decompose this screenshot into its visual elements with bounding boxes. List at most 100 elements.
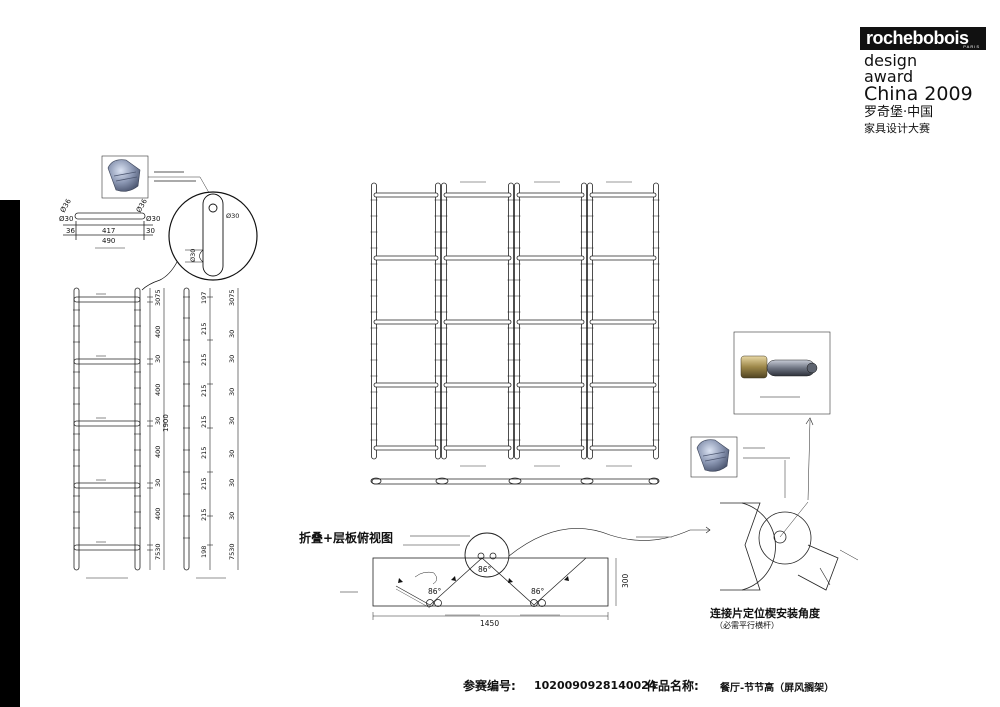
elevation-b-dim-inner: 30 xyxy=(228,417,236,425)
panel-rung xyxy=(443,382,512,388)
diameter-label-a: Ø30 xyxy=(59,215,73,223)
elevation-a-dim: 400 xyxy=(154,384,162,396)
connector-note: （必需平行横杆） xyxy=(715,621,779,630)
panel-rung xyxy=(516,255,585,261)
peg-photo xyxy=(101,155,149,199)
connector-photo xyxy=(733,331,831,415)
logo-subtext: PARIS xyxy=(963,44,980,49)
panel-rung xyxy=(443,192,512,198)
plan-depth: 300 xyxy=(621,573,630,588)
peg-photo-2 xyxy=(690,436,738,478)
fold-view-caption: 折叠+层板俯视图 xyxy=(299,531,394,545)
entry-number: 1020090928140024 xyxy=(534,679,657,692)
elevation-b-dim-outer: 215 xyxy=(200,385,208,397)
dim-middle: 417 xyxy=(102,227,115,235)
elevation-a-dim: 30 xyxy=(154,479,162,487)
elevation-b-dim-outer: 215 xyxy=(200,323,208,335)
fold-plan-diagram xyxy=(372,528,691,620)
panel-rung xyxy=(373,445,439,451)
elevation-b-dim-inner: 30 xyxy=(228,450,236,458)
elevation-a-dim: 30 xyxy=(154,355,162,363)
elevation-b-dim-outer: 197 xyxy=(200,292,208,304)
panel-rung xyxy=(443,319,512,325)
panel-rung xyxy=(516,192,585,198)
diameter-label-d: Ø36 xyxy=(135,197,149,214)
panel-rung xyxy=(443,255,512,261)
elevation-b-dim-outer: 215 xyxy=(200,354,208,366)
peg-photo-note-lines xyxy=(154,171,196,182)
fold-angle-left: 86° xyxy=(428,587,442,596)
panel-rung xyxy=(589,255,657,261)
panel-rung xyxy=(373,382,439,388)
elevation-b-dim-inner: 30 xyxy=(228,330,236,338)
elevation-b-dim-inner: 7530 xyxy=(228,543,236,560)
panel-note-lines xyxy=(460,181,632,467)
entry-label: 参赛编号: xyxy=(463,679,516,693)
plan-width: 1450 xyxy=(480,619,499,628)
fold-angle-top: 86° xyxy=(478,565,492,574)
diameter-label-c: Ø36 xyxy=(59,197,73,214)
elevation-a-dim: 400 xyxy=(154,326,162,338)
panel-rung xyxy=(373,255,439,261)
award-line-china: China 2009 xyxy=(864,83,973,105)
drawing-canvas xyxy=(20,198,1000,707)
elevation-b-dim-inner: 30 xyxy=(228,388,236,396)
elevation-b-dim-outer: 215 xyxy=(200,509,208,521)
work-name: 餐厅-节节高（屏风搁架） xyxy=(720,683,835,694)
panel-rung xyxy=(589,319,657,325)
elevation-b-dim-inner: 30 xyxy=(228,355,236,363)
elevation-a-dim: 7530 xyxy=(154,543,162,560)
panel-rung xyxy=(443,445,512,451)
connector-arrow xyxy=(690,526,711,534)
detail-magnifier xyxy=(141,191,258,291)
elevation-b-side xyxy=(183,287,239,579)
elevation-a-dimensions: 3075 400 30 400 30 400 30 400 7530 xyxy=(154,289,162,560)
detail-diameter-top: Ø30 xyxy=(226,212,239,220)
panel-rung xyxy=(516,445,585,451)
elevation-b-dim-outer: 215 xyxy=(200,416,208,428)
screen-front-view xyxy=(370,182,660,460)
dim-left-end: 36 xyxy=(66,227,75,235)
elevation-a-total: 1900 xyxy=(162,414,170,432)
elevation-b-dim-outer: 198 xyxy=(200,546,208,558)
elevation-b-dim-inner: 30 xyxy=(228,479,236,487)
elevation-a-dim: 400 xyxy=(154,508,162,520)
peg-photo-2-note-lines xyxy=(743,447,790,459)
award-line-competition: 家具设计大赛 xyxy=(864,122,930,135)
elevation-b-dim-inner: 30 xyxy=(228,512,236,520)
elevation-a-dim: 400 xyxy=(154,446,162,458)
elevation-a-dim: 30 xyxy=(154,417,162,425)
fold-plan-note-lines xyxy=(340,535,672,616)
fold-angle-right: 86° xyxy=(531,587,545,596)
peg-leader-line xyxy=(148,176,213,199)
panel-rung xyxy=(373,319,439,325)
diameter-label-b: Ø30 xyxy=(146,215,160,223)
work-label: 作品名称: xyxy=(646,679,699,693)
award-line-design: design xyxy=(864,51,918,70)
sheet-top-band xyxy=(0,0,1000,200)
panel-rung xyxy=(589,192,657,198)
panel-rung xyxy=(516,319,585,325)
elevation-b-dimensions: 1972152152152152152152151983075303030303… xyxy=(200,289,236,560)
elevation-b-dim-outer: 215 xyxy=(200,478,208,490)
logo-wordmark: rochebobois xyxy=(866,28,969,48)
rochebobois-logo: rochebobois PARIS xyxy=(860,27,986,50)
award-line-award: award xyxy=(864,67,914,86)
elevation-b-dim-inner: 3075 xyxy=(228,289,236,306)
award-line-chinese-name: 罗奇堡·中国 xyxy=(864,105,934,120)
connector-plate-detail xyxy=(720,417,859,591)
dim-total: 490 xyxy=(102,237,115,245)
connector-caption: 连接片定位楔安装角度 xyxy=(710,607,820,620)
elevation-b-dim-outer: 215 xyxy=(200,447,208,459)
panel-rung xyxy=(373,192,439,198)
panel-rung xyxy=(589,445,657,451)
elevation-a-dim: 3075 xyxy=(154,289,162,306)
panel-rung xyxy=(589,382,657,388)
elevation-a-ladder xyxy=(73,287,165,579)
panel-rung xyxy=(516,382,585,388)
dim-right-end: 30 xyxy=(146,227,155,235)
folded-plan-strip xyxy=(370,477,660,485)
detail-diameter-side: Ø30 xyxy=(189,249,197,262)
